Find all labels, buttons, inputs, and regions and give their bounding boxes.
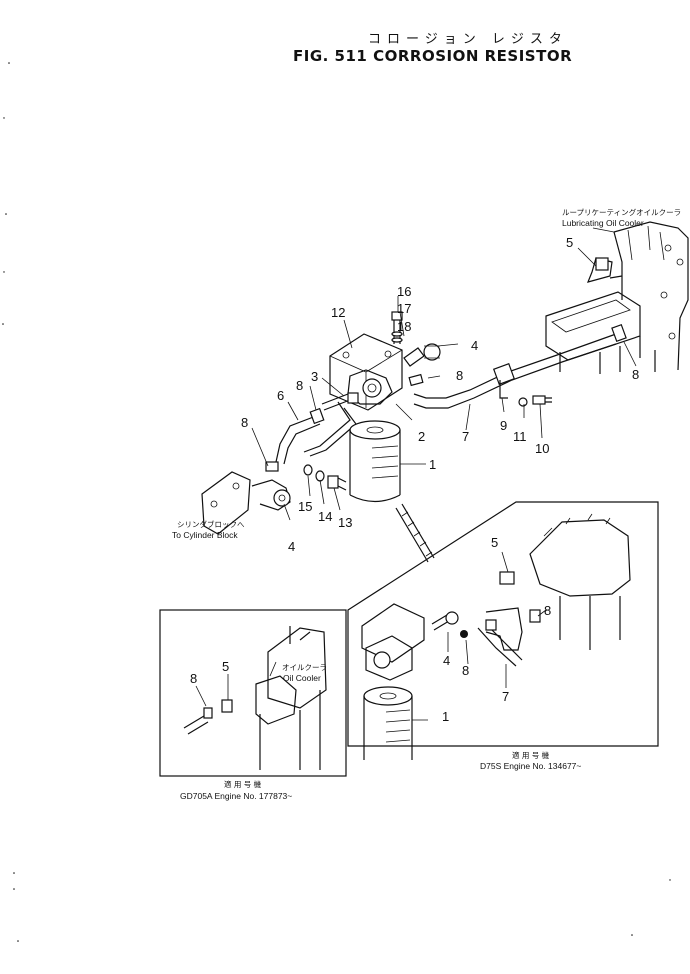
callout-8-mid: 8 xyxy=(296,378,304,393)
resistor-head xyxy=(303,333,403,457)
bolt-13-14-15 xyxy=(303,464,347,491)
callout-5-inset: 5 xyxy=(491,535,499,550)
callout-4-inset: 4 xyxy=(443,653,451,668)
hose-6 xyxy=(265,407,325,472)
callout-4-left: 4 xyxy=(288,539,296,554)
long-bolt xyxy=(395,503,435,563)
callout-17: 17 xyxy=(397,301,412,316)
callout-3: 3 xyxy=(311,369,319,384)
inset-right-drawing xyxy=(361,513,631,760)
callout-10: 10 xyxy=(535,441,550,456)
inset-oil-cooler-label-jp: オイルクーラ xyxy=(282,663,327,672)
oil-cooler-label-jp: ループリケーティングオイルクーラ xyxy=(562,208,682,217)
inset-right-frame xyxy=(347,501,659,747)
inset-left-frame xyxy=(159,609,347,777)
lubricating-oil-cooler xyxy=(545,221,689,374)
oil-cooler-label-en: Lubricating Oil Cooler xyxy=(562,218,644,228)
inset-oil-cooler-label-en: Oil Cooler xyxy=(283,673,321,683)
inset-right-caption-en: D75S Engine No. 134677~ xyxy=(480,761,582,771)
callout-5-inset-left: 5 xyxy=(222,659,230,674)
callout-1-inset: 1 xyxy=(442,709,450,724)
callout-11: 11 xyxy=(513,429,527,444)
callout-8-inset-right: 8 xyxy=(544,603,552,618)
callout-16: 16 xyxy=(397,284,412,299)
inset-left-caption-jp: 適 用 号 機 xyxy=(224,780,262,789)
callout-13: 13 xyxy=(338,515,353,530)
callout-15: 15 xyxy=(298,499,313,514)
filter-element-1 xyxy=(349,420,401,503)
callout-6: 6 xyxy=(277,388,285,403)
callout-8-inset-left: 8 xyxy=(190,671,198,686)
leader-lines xyxy=(251,227,637,521)
inset-left-drawing xyxy=(183,626,327,770)
inset-right-caption-jp: 適 用 号 機 xyxy=(512,751,550,760)
callout-7-main: 7 xyxy=(462,429,470,444)
fitting-4-top xyxy=(403,343,441,367)
scan-specks xyxy=(2,62,671,942)
bolt-16-17-18 xyxy=(391,311,403,344)
callout-8-inset-mid: 8 xyxy=(462,663,470,678)
callout-14: 14 xyxy=(318,509,333,524)
cylinder-block-bracket xyxy=(201,471,291,535)
callout-8-left: 8 xyxy=(241,415,249,430)
cylinder-block-label-jp: シリンダブロックへ xyxy=(177,520,245,529)
callout-8-cooler: 8 xyxy=(632,367,640,382)
cylinder-block-label-en: To Cylinder Block xyxy=(172,530,238,540)
callout-7-inset: 7 xyxy=(502,689,510,704)
clamp-bolt-group xyxy=(518,395,552,407)
callout-1-main: 1 xyxy=(429,457,437,472)
callout-8-top: 8 xyxy=(456,368,464,383)
callout-5-top: 5 xyxy=(566,235,574,250)
title-japanese: コロージョン レジスタ xyxy=(368,32,568,47)
callout-9: 9 xyxy=(500,418,508,433)
inset-left-caption-en: GD705A Engine No. 177873~ xyxy=(180,791,293,801)
callout-2: 2 xyxy=(418,429,426,444)
callout-12: 12 xyxy=(331,305,346,320)
pipe-7 xyxy=(413,333,617,409)
figure-title: FIG. 511 CORROSION RESISTOR xyxy=(293,47,573,65)
callout-4-top: 4 xyxy=(471,338,479,353)
callout-18: 18 xyxy=(397,319,412,334)
